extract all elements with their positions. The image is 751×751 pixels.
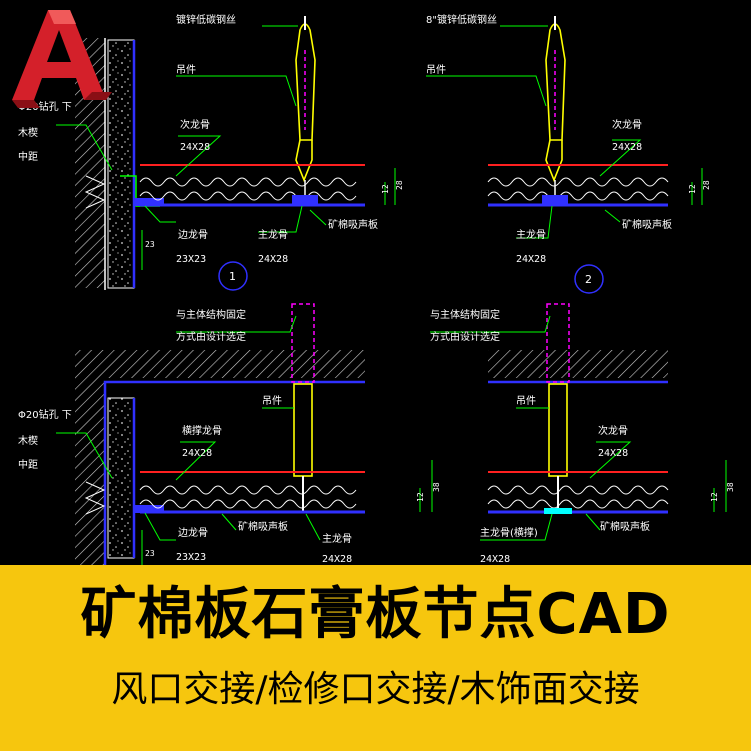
title-banner <box>0 565 751 751</box>
anchor-line-1: Φ20钻孔 下 <box>18 408 72 421</box>
crossing-keel-label: 横撑龙骨 <box>182 424 222 437</box>
secondary-keel-size: 24X28 <box>180 142 210 153</box>
secondary-keel-size: 24X28 <box>612 142 642 153</box>
secondary-keel-label: 次龙骨 <box>180 118 210 131</box>
fitting-label: 吊件 <box>262 395 282 407</box>
dim-a: 12 <box>381 184 390 194</box>
dim-b: 38 <box>726 482 735 492</box>
main-keel-label: 主龙骨 <box>322 532 352 545</box>
secondary-keel-label: 次龙骨 <box>612 118 642 131</box>
fix-line-1: 与主体结构固定 <box>176 308 246 321</box>
detail-number-circle <box>218 261 248 291</box>
anchor-line-2: 木楔 <box>18 435 38 447</box>
main-keel-size: 24X28 <box>516 254 546 265</box>
main-keel-label: 主龙骨 <box>258 228 288 241</box>
dim-a: 12 <box>416 492 425 502</box>
detail-1: 12 28 镀锌低碳钢丝 吊件 Φ20钻孔 下 木楔 中距 次龙骨 24X28 … <box>18 13 404 291</box>
autocad-logo-icon <box>12 10 112 108</box>
fix-line-1: 与主体结构固定 <box>430 308 500 321</box>
main-keel-size: 24X28 <box>322 554 352 565</box>
fitting-label: 吊件 <box>176 64 196 76</box>
detail-number: 2 <box>585 273 592 286</box>
edge-keel-label: 边龙骨 <box>178 526 208 539</box>
dim-b: 38 <box>432 482 441 492</box>
fix-line-2: 方式由设计选定 <box>430 330 500 343</box>
secondary-keel-label: 次龙骨 <box>598 424 628 437</box>
dim-b: 28 <box>395 180 404 190</box>
edge-dim: 23 <box>145 240 155 249</box>
anchor-line-3: 中距 <box>18 458 38 471</box>
fitting-label: 吊件 <box>426 64 446 76</box>
detail-number-circle <box>574 264 604 294</box>
panel-label: 矿棉吸声板 <box>622 218 672 231</box>
dim-a: 12 <box>710 492 719 502</box>
dim-b: 28 <box>702 180 711 190</box>
hanger-label: 镀锌低碳钢丝 <box>176 13 236 26</box>
banner-title: 矿棉板石膏板节点CAD <box>80 582 671 647</box>
hanger-label: 8"镀锌低碳钢丝 <box>426 13 497 26</box>
anchor-line-2: 木楔 <box>18 127 38 139</box>
panel-label: 矿棉吸声板 <box>238 520 288 533</box>
detail-number: 1 <box>229 270 236 283</box>
anchor-line-3: 中距 <box>18 150 38 163</box>
banner-subtitle: 风口交接/检修口交接/木饰面交接 <box>111 669 640 710</box>
fix-line-2: 方式由设计选定 <box>176 330 246 343</box>
main-keel-size: 24X28 <box>480 554 510 565</box>
edge-dim: 23 <box>145 549 155 558</box>
detail-3: 12 38 与主体结构固定 方式由设计选定 吊件 Φ20钻孔 下 木楔 中距 横… <box>18 303 441 565</box>
edge-keel-size: 23X23 <box>176 552 206 563</box>
secondary-keel-size: 24X28 <box>598 448 628 459</box>
dim-a: 12 <box>688 184 697 194</box>
edge-keel-label: 边龙骨 <box>178 228 208 241</box>
edge-keel-size: 23X23 <box>176 254 206 265</box>
panel-label: 矿棉吸声板 <box>600 520 650 533</box>
cad-drawing-area: 12 28 镀锌低碳钢丝 吊件 Φ20钻孔 下 木楔 中距 次龙骨 24X28 … <box>12 10 735 565</box>
main-keel-size: 24X28 <box>258 254 288 265</box>
detail-2: 12 28 8"镀锌低碳钢丝 吊件 次龙骨 24X28 主龙骨 24X28 矿棉… <box>426 13 711 294</box>
detail-4: 12 38 与主体结构固定 方式由设计选定 吊件 次龙骨 24X28 主龙骨(横… <box>430 303 735 565</box>
main-keel-label: 主龙骨 <box>516 228 546 241</box>
plaster-layer <box>107 39 135 289</box>
main-keel-label: 主龙骨(横撑) <box>480 526 538 539</box>
fitting-label: 吊件 <box>516 395 536 407</box>
panel-label: 矿棉吸声板 <box>328 218 378 231</box>
crossing-keel-size: 24X28 <box>182 448 212 459</box>
